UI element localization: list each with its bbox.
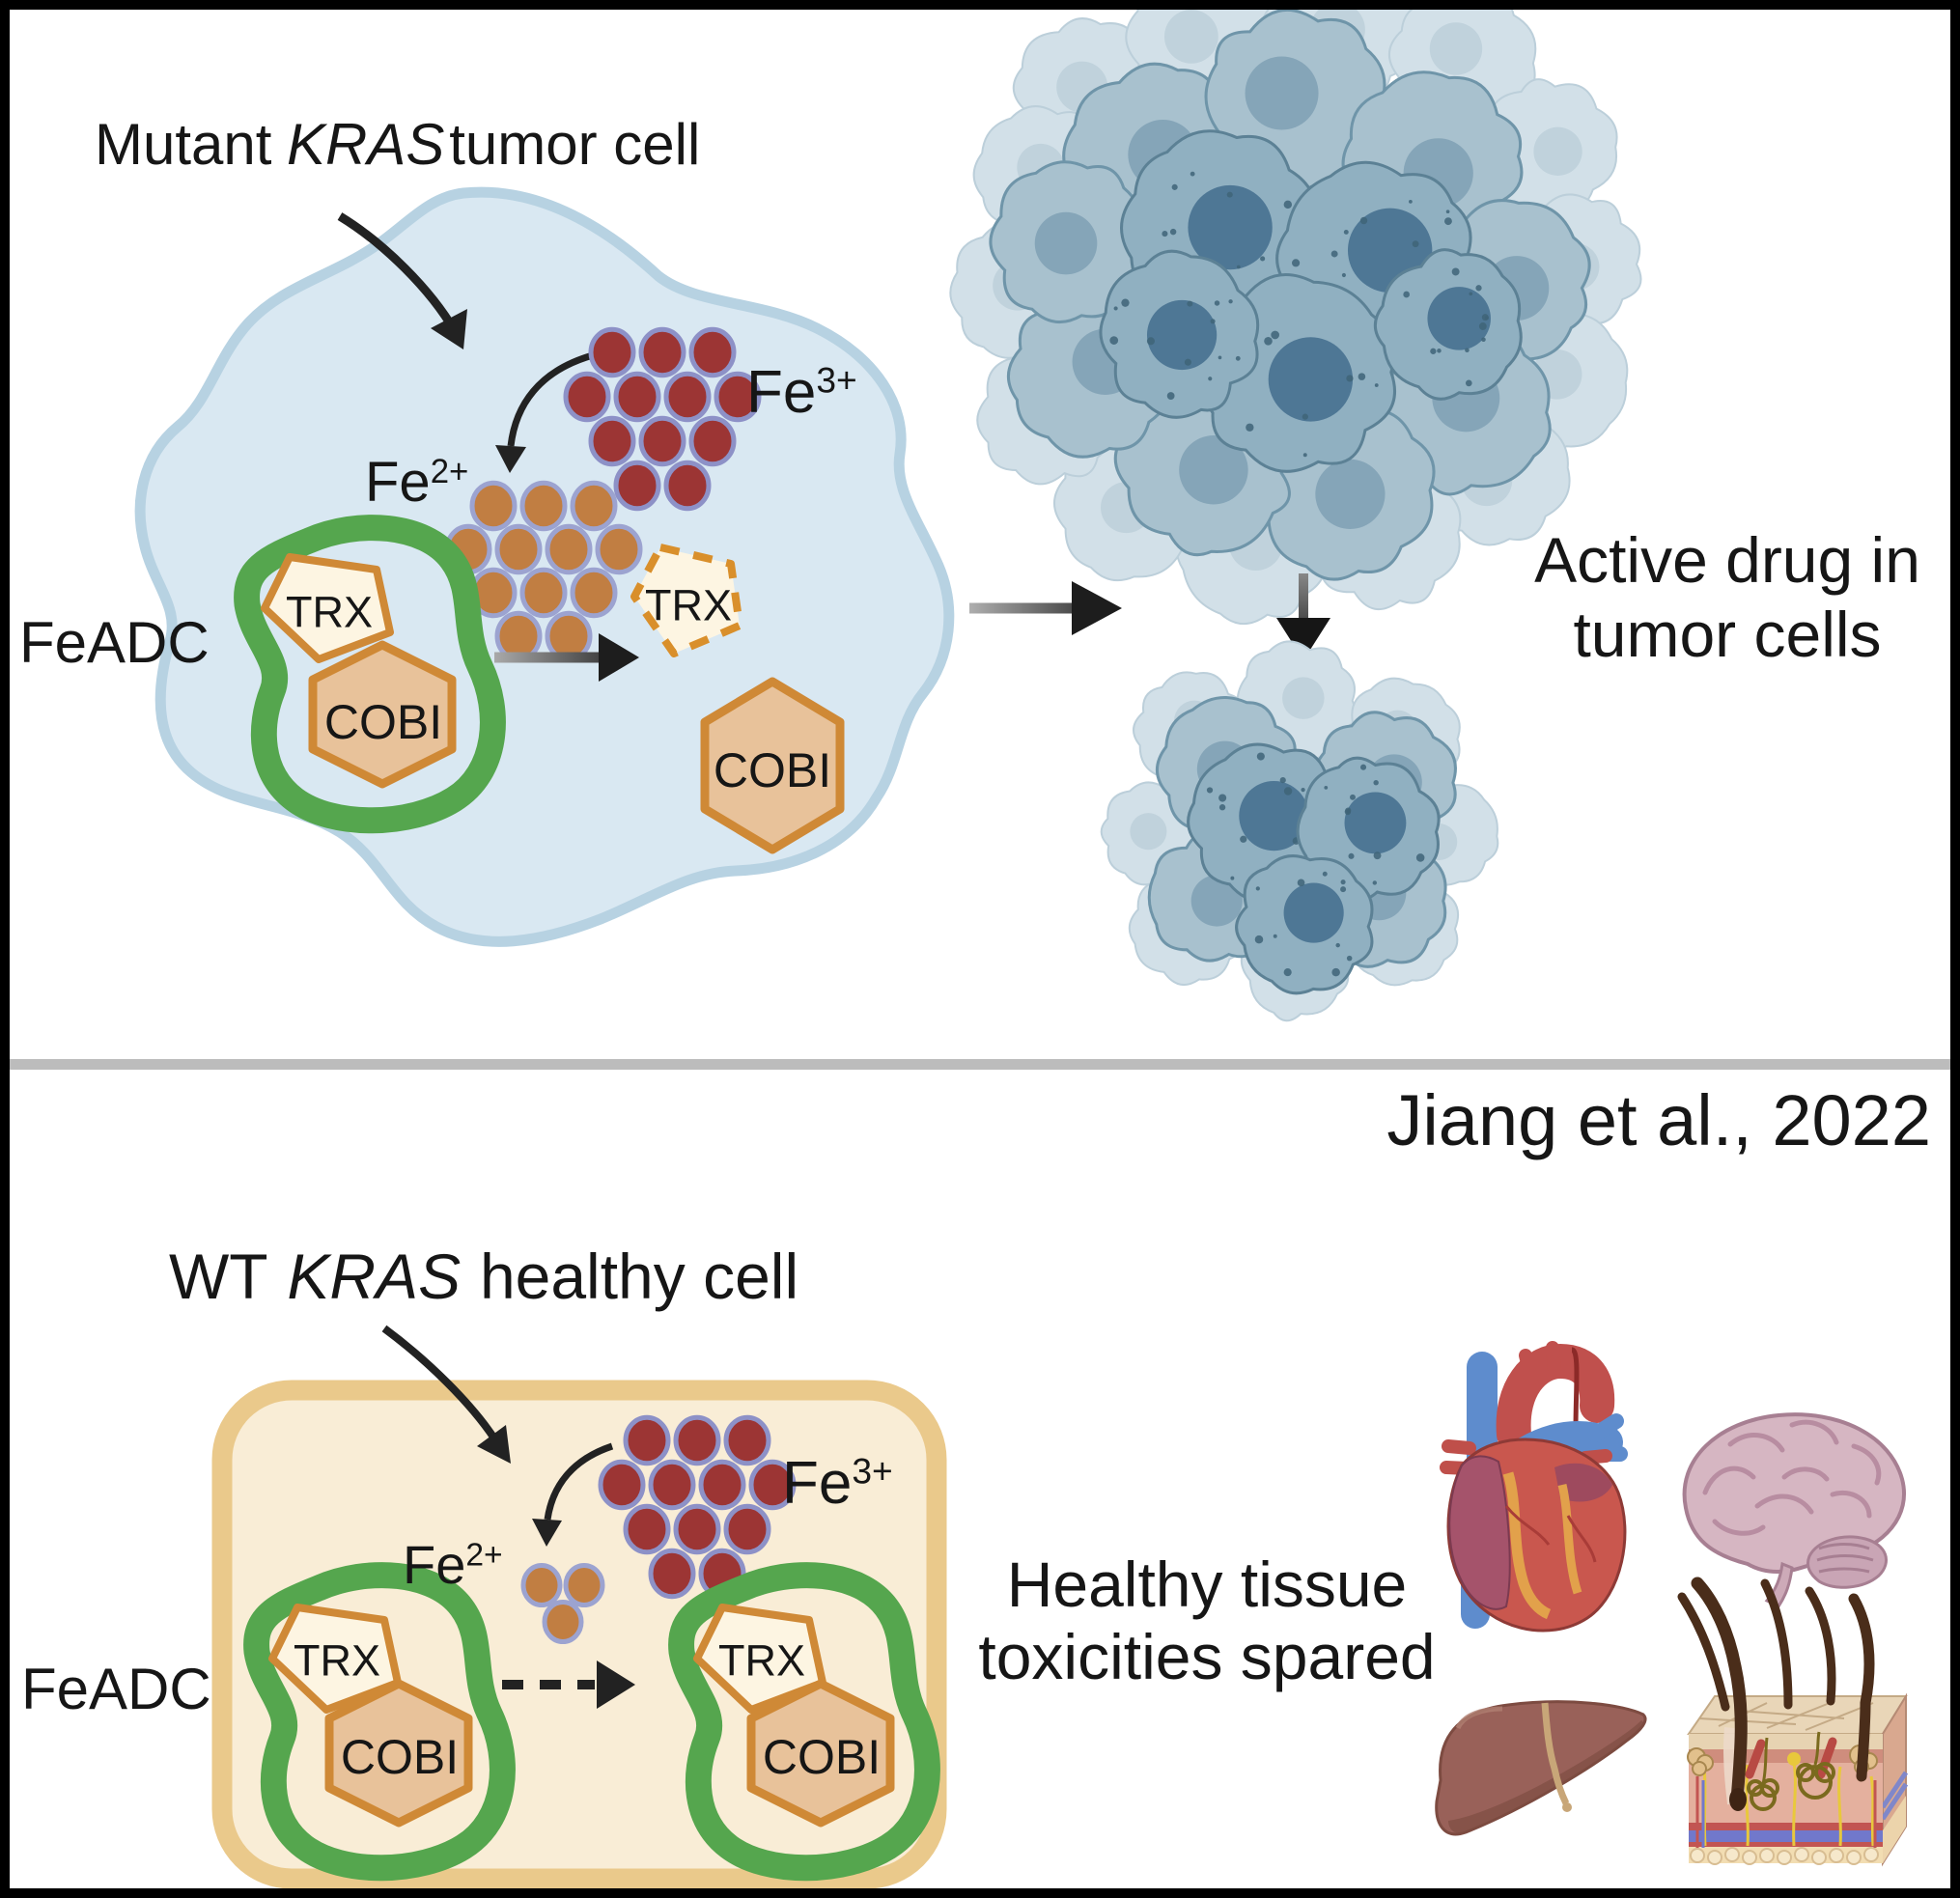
fe3-cluster-top bbox=[563, 326, 762, 512]
cobi-label-top: COBI bbox=[323, 694, 443, 749]
trx-pentagon-top bbox=[261, 553, 394, 663]
feadc-ring-top bbox=[234, 515, 506, 834]
trx-label-bottom-left: TRX bbox=[294, 1635, 380, 1686]
cobi-label-released: COBI bbox=[713, 742, 832, 797]
feadc-ring-bottom-right bbox=[668, 1562, 940, 1882]
tumor-cluster-shrunken bbox=[1100, 640, 1499, 1022]
title-prefix: WT bbox=[169, 1241, 268, 1312]
feadc-label-top: FeADC bbox=[19, 610, 210, 675]
cobi-label-bottom-right: COBI bbox=[762, 1729, 882, 1784]
tumor-cluster-large bbox=[949, 0, 1642, 626]
trx-label-top: TRX bbox=[286, 587, 373, 637]
entry-arrow-bottom bbox=[381, 1325, 511, 1464]
gene-name: KRAS bbox=[287, 112, 445, 177]
title-suffix: healthy cell bbox=[479, 1241, 799, 1312]
fe-symbol: Fe bbox=[365, 451, 431, 514]
fe-symbol: Fe bbox=[782, 1450, 853, 1517]
active-drug-caption: Active drug in tumor cells bbox=[1509, 523, 1946, 671]
reduction-arrow-bottom bbox=[532, 1442, 614, 1547]
fe2-cluster-top bbox=[444, 480, 643, 662]
trx-pentagon-released bbox=[630, 544, 743, 657]
reduction-arrow-top bbox=[495, 351, 594, 473]
fe-charge: 2+ bbox=[465, 1537, 503, 1574]
caption-line: tumor cells bbox=[1573, 598, 1882, 670]
fe2-label-top: Fe2+ bbox=[365, 451, 469, 514]
fe2-label-bottom: Fe2+ bbox=[403, 1534, 503, 1595]
fe3-label-bottom: Fe3+ bbox=[782, 1452, 893, 1515]
trx-label-bottom-right: TRX bbox=[718, 1635, 805, 1686]
citation-label: Jiang et al., 2022 bbox=[1386, 1080, 1931, 1160]
fe-charge: 3+ bbox=[816, 359, 857, 401]
heart-illustration bbox=[1440, 1341, 1628, 1633]
fe3-label-top: Fe3+ bbox=[746, 361, 857, 424]
title-prefix: Mutant bbox=[95, 112, 272, 177]
feadc-label-bottom: FeADC bbox=[21, 1657, 211, 1721]
gene-name: KRAS bbox=[287, 1241, 462, 1312]
cobi-hexagon-top bbox=[308, 640, 457, 789]
caption-line: Active drug in bbox=[1534, 524, 1920, 596]
entry-arrow-top bbox=[337, 212, 467, 349]
skin-illustration bbox=[1677, 1577, 1909, 1867]
title-suffix: tumor cell bbox=[449, 112, 701, 177]
cobi-hexagon-bottom-left bbox=[324, 1679, 473, 1828]
caption-line: toxicities spared bbox=[978, 1621, 1436, 1693]
caption-line: Healthy tissue bbox=[1006, 1549, 1408, 1620]
panel-divider bbox=[10, 1059, 1950, 1070]
brain-illustration bbox=[1682, 1412, 1906, 1608]
cobi-hexagon-bottom-right bbox=[746, 1679, 895, 1828]
no-release-arrow bbox=[502, 1661, 635, 1709]
healthy-tissue-caption: Healthy tissue toxicities spared bbox=[950, 1549, 1464, 1693]
release-arrow-top bbox=[494, 633, 639, 682]
feadc-ring-bottom-left bbox=[243, 1562, 516, 1882]
tumor-shrink-arrow bbox=[1276, 573, 1330, 660]
cobi-hexagon-released bbox=[700, 677, 845, 854]
trx-label-released: TRX bbox=[645, 580, 732, 630]
fe-charge: 2+ bbox=[430, 452, 469, 490]
liver-illustration bbox=[1435, 1700, 1647, 1836]
fe-symbol: Fe bbox=[746, 359, 817, 426]
fe-charge: 3+ bbox=[852, 1450, 893, 1492]
cobi-label-bottom-left: COBI bbox=[340, 1729, 460, 1784]
to-tumor-arrow bbox=[969, 581, 1122, 635]
fe-symbol: Fe bbox=[403, 1534, 466, 1595]
fe2-cluster-bottom bbox=[520, 1562, 605, 1645]
trx-pentagon-bottom-left bbox=[268, 1604, 402, 1714]
